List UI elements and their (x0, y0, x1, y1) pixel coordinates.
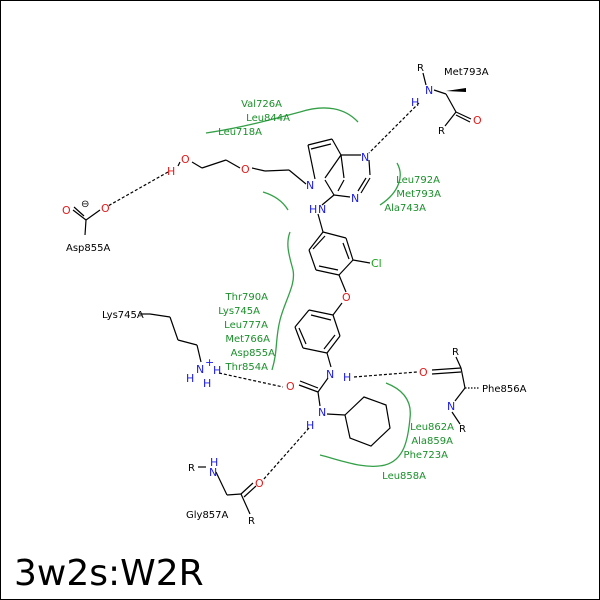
pocket-residue: Asp855A (231, 348, 275, 359)
urea-nitrogen-2: N (318, 406, 326, 419)
pocket-arc-right-upper (379, 162, 401, 206)
met793-r-group-1: R (417, 63, 424, 74)
urea-nitrogen-1: N (326, 368, 334, 381)
urea-hydrogen-2: H (306, 419, 314, 432)
pocket-residue: Ala859A (411, 436, 453, 447)
met793-r-group-2: R (438, 126, 445, 137)
gly857-hydrogen: H (210, 456, 218, 469)
phe856-backbone (431, 356, 479, 425)
phe856-label: Phe856A (482, 384, 527, 395)
asp855-oxygen-2: O (101, 202, 110, 215)
lys745-hydrogen-2: H (203, 377, 211, 390)
pocket-residue: Leu844A (246, 113, 290, 124)
asp855-label: Asp855A (66, 243, 110, 254)
lys745-sidechain (140, 313, 202, 363)
hbond-asp855 (107, 171, 169, 207)
urea-cyclohexyl (298, 377, 391, 447)
lys745-label: Lys745A (102, 310, 144, 321)
hbond-gly857 (262, 427, 310, 481)
negative-charge-icon: ⊖ (81, 199, 89, 210)
pocket-residue: Lys745A (218, 306, 260, 317)
lys745-hydrogen-1: H (186, 372, 194, 385)
hbond-phe856 (353, 371, 418, 378)
phe856-oxygen: O (419, 366, 428, 379)
glycol-oxygen-2: O (241, 163, 250, 176)
pocket-residue: Phe723A (404, 450, 449, 461)
pocket-residue: Leu718A (218, 127, 262, 138)
phe856-r-group-1: R (452, 347, 459, 358)
phe856-r-group-2: R (459, 424, 466, 435)
chlorine-atom: Cl (371, 257, 382, 270)
pyrimidine-nitrogen-1: N (361, 151, 369, 164)
pocket-residue: Met793A (396, 189, 441, 200)
amine-nitrogen: N (318, 203, 326, 216)
lys745-hydrogen-3: H (213, 364, 221, 377)
pocket-labels-left: Thr790A Lys745A Leu777A Met766A Asp855A … (218, 292, 275, 373)
hbond-lys745 (218, 372, 284, 388)
pocket-residue: Leu862A (410, 422, 454, 433)
gly857-backbone (198, 466, 257, 515)
lys745-nitrogen: N (196, 363, 204, 376)
gly857-r-group-2: R (248, 516, 255, 527)
phenoxy-ring (294, 302, 343, 368)
pocket-residue: Ala743A (384, 203, 426, 214)
gly857-nitrogen: N (209, 466, 217, 479)
positive-charge-icon: + (205, 356, 214, 369)
met793-nitrogen: N (425, 84, 433, 97)
gly857-r-group-1: R (188, 463, 195, 474)
pyrrolopyrimidine-core (307, 138, 371, 198)
pocket-residue: Leu792A (396, 175, 440, 186)
gly857-label: Gly857A (186, 510, 229, 521)
chlorophenyl-ring (308, 194, 371, 293)
pocket-residue: Leu858A (382, 471, 426, 482)
pocket-labels-bottom: Leu858A (382, 471, 426, 482)
ether-oxygen: O (342, 291, 351, 304)
met793-label: Met793A (444, 67, 489, 78)
hydroxyl-hydrogen: H (167, 165, 175, 178)
pocket-arc-left (271, 231, 295, 371)
asp855-carboxylate (72, 206, 101, 236)
asp855-oxygen-1: O (62, 204, 71, 217)
pocket-arc-bottom (319, 382, 411, 467)
pocket-labels-top: Val726A Leu844A Leu718A (218, 99, 290, 138)
met793-hydrogen: H (411, 96, 419, 109)
pocket-residue: Val726A (241, 99, 282, 110)
glycol-chain (177, 159, 307, 185)
met793-backbone (422, 72, 472, 127)
pocket-residue: Thr854A (225, 362, 269, 373)
pyrrole-nitrogen: N (306, 179, 314, 192)
hbond-met793 (368, 102, 420, 154)
urea-hydrogen-1: H (343, 371, 351, 384)
phe856-nitrogen: N (447, 400, 455, 413)
pocket-residue: Leu777A (224, 320, 268, 331)
pocket-arc-top (205, 107, 359, 134)
pocket-arc-left-upper (262, 191, 289, 211)
pocket-residue: Met766A (225, 334, 270, 345)
pocket-residue: Thr790A (225, 292, 269, 303)
pyrimidine-nitrogen-2: N (351, 192, 359, 205)
pocket-labels-right-lower: Leu862A Ala859A Phe723A (404, 422, 455, 461)
pocket-labels-right-upper: Leu792A Met793A Ala743A (384, 175, 441, 214)
urea-oxygen: O (286, 380, 295, 393)
glycol-oxygen-1: O (181, 153, 190, 166)
met793-oxygen: O (473, 114, 482, 127)
amine-hydrogen: H (309, 203, 317, 216)
gly857-oxygen: O (255, 477, 264, 490)
diagram-title: 3w2s:W2R (14, 553, 204, 594)
